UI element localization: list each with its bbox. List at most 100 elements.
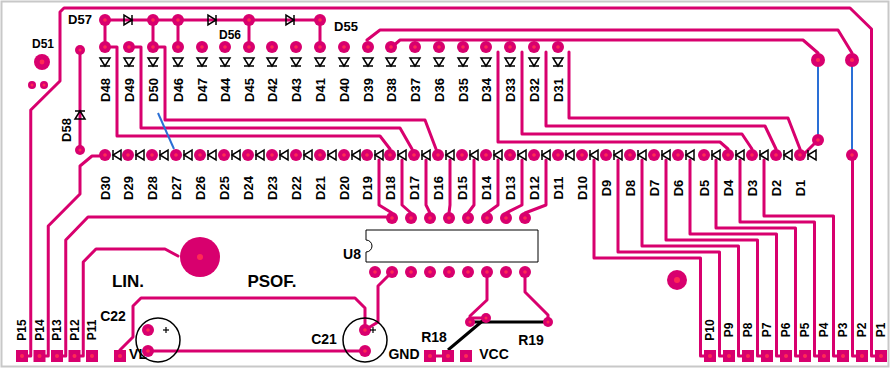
solder-pad [386,212,398,224]
pad-hole [798,153,802,157]
diode-label: D3 [746,180,759,197]
diode-symbol [662,150,670,160]
diode-symbol [494,150,502,160]
wire-jumper [851,60,853,155]
diode-symbol [173,58,183,66]
square-pad [761,350,773,362]
solder-pad [359,345,371,357]
diode-symbol [100,58,110,66]
diode-label: D19 [361,176,374,200]
pad-hole [746,354,750,358]
pad-hole [176,45,180,49]
diode-label: D51 [32,38,54,50]
diode-symbol [542,150,550,160]
diode-bar [613,150,615,160]
diode-label: D25 [218,176,231,200]
pad-hole [464,354,468,358]
diode-bar [469,150,471,160]
solder-pad [812,134,824,146]
diode-bar [220,65,230,67]
pad-hole [460,153,464,157]
diode-label: D5 [698,180,711,197]
diode-bar [493,150,495,160]
diode-label: D39 [362,78,375,102]
solder-pad [481,212,493,224]
diode-label: D40 [338,78,351,102]
solder-pad [266,41,278,53]
diode-bar [183,150,185,160]
diode-label: D2 [770,180,783,197]
diode-label: D36 [433,78,446,102]
solder-pad [266,149,278,161]
diode-label: D24 [242,176,255,200]
pad-hole [446,354,450,358]
diode-label: D15 [456,176,469,200]
diode-bar [207,150,209,160]
diode-symbol [256,150,264,160]
diode-bar [267,65,277,67]
solder-pad [504,149,516,161]
copper-trace [618,160,729,356]
part-name: R18 [421,330,447,344]
diode-label: D38 [385,78,398,102]
square-pad [114,350,126,362]
pad-hole [727,354,731,358]
copper-trace [365,272,392,330]
part-name: C21 [311,332,337,346]
diode-symbol [232,150,240,160]
diode-bar [148,65,158,67]
copper-trace [75,249,179,356]
pad-hole [20,354,24,358]
solder-pad [456,149,468,161]
square-pad [818,350,830,362]
diode-label: D30 [99,176,112,200]
copper-trace [57,217,386,356]
pad-hole [200,45,204,49]
diode-label: D26 [194,176,207,200]
pad-hole [879,354,883,358]
solder-pad [99,14,111,26]
diode-label: D43 [290,78,303,102]
solder-pad [746,149,758,161]
pin-name: P10 [704,319,716,340]
diode-symbol [375,150,383,160]
pad-hole [73,354,77,358]
solder-pad [196,41,208,53]
signal-name: GND [388,347,419,361]
pad-hole [628,153,632,157]
pad-hole [31,84,34,87]
solder-pad [242,149,254,161]
pad-hole [504,216,508,220]
diode-label: D20 [338,176,351,200]
square-pad [460,350,472,362]
diode-bar [565,150,567,160]
pin-name: P1 [875,323,887,338]
solder-pad [722,149,734,161]
pad-hole [174,153,178,157]
diode-label: D10 [576,176,589,200]
pad-hole [247,18,251,22]
pad-hole [79,149,82,152]
pad-hole [822,354,826,358]
solder-pad [519,266,531,278]
diode-symbol [736,150,744,160]
diode-label: D32 [528,78,541,102]
solder-pad [40,81,48,89]
pin-name: P14 [34,319,46,340]
pin-name: P13 [51,319,63,340]
pad-hole [850,153,854,157]
diode-symbol [481,58,491,66]
solder-pad [457,41,469,53]
diode-bar [124,65,134,67]
diode-label: D44 [219,78,232,102]
diode-symbol [518,150,526,160]
diode-label: D21 [314,176,327,200]
diode-label: D41 [314,78,327,102]
diode-symbol [184,150,192,160]
diode-bar [293,15,295,25]
diode-symbol [614,150,622,160]
copper-trace [525,272,548,322]
pad-hole [363,349,367,353]
diode-symbol [386,58,396,66]
solder-pad [443,266,455,278]
